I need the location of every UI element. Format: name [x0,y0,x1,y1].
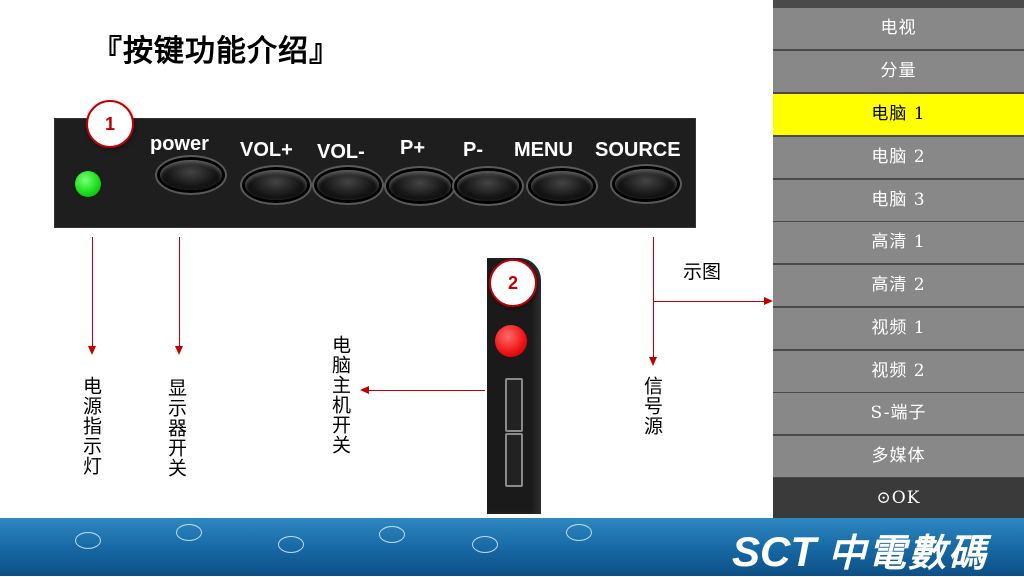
menu-item-pc-1[interactable]: 电脑 1 [773,94,1024,135]
page-title: 『按键功能介绍』 [92,34,340,69]
power-button-label: power [150,133,209,155]
menu-item-hd-1[interactable]: 高清 1 [773,222,1024,263]
brand-chinese: 中電數碼 [827,530,988,575]
p-up-button-label: P+ [400,137,426,159]
arrow-line-diagram [653,301,765,302]
arrow-head-source [649,357,657,366]
label-power-indicator: 电源指示灯 [80,376,102,476]
power-indicator-led [75,171,101,197]
vol-down-button[interactable] [317,170,379,200]
label-signal-source: 信号源 [641,376,663,436]
p-down-button-label: P- [463,139,483,161]
source-button[interactable] [615,169,677,199]
source-button-label: SOURCE [595,139,681,161]
label-diagram: 示图 [683,261,722,283]
source-menu: 电视 分量 电脑 1 电脑 2 电脑 3 高清 1 高清 2 视频 1 视频 2… [773,0,1024,519]
front-button-panel: power VOL+ VOL- P+ P- MENU SOURCE [55,119,695,227]
arrow-head-power [175,346,183,355]
menu-item-video-1[interactable]: 视频 1 [773,308,1024,349]
arrow-line-power [179,237,180,346]
usb-port-2 [505,433,523,487]
menu-item-video-2[interactable]: 视频 2 [773,351,1024,392]
callout-badge-1: 1 [86,100,134,148]
menu-item-s-video[interactable]: S-端子 [773,393,1024,434]
menu-item-pc-2[interactable]: 电脑 2 [773,137,1024,178]
decorative-bubble [566,524,592,541]
decorative-bubble [176,524,202,541]
decorative-bubble [278,536,304,553]
menu-item-multimedia[interactable]: 多媒体 [773,436,1024,477]
arrow-line-source [653,237,654,357]
usb-port-1 [505,378,523,432]
arrow-line-led [92,237,93,346]
callout-badge-2: 2 [489,259,537,307]
vol-up-button-label: VOL+ [240,139,293,161]
decorative-bubble [379,526,405,543]
brand-latin: SCT [731,528,816,575]
menu-item-pc-3[interactable]: 电脑 3 [773,180,1024,221]
decorative-bubble [75,532,101,549]
menu-button-label: MENU [514,139,573,161]
host-power-button[interactable] [495,325,527,357]
menu-item-hd-2[interactable]: 高清 2 [773,265,1024,306]
power-button[interactable] [160,160,222,190]
arrow-head-host [360,386,369,394]
menu-button[interactable] [531,171,593,201]
decorative-bubble [472,536,498,553]
p-down-button[interactable] [457,171,519,201]
p-up-button[interactable] [389,171,451,201]
vol-down-button-label: VOL- [317,141,365,163]
arrow-line-host [369,390,485,391]
label-display-switch: 显示器开关 [165,378,187,478]
vol-up-button[interactable] [245,170,307,200]
menu-ok-button[interactable]: ⊙OK [773,478,1024,519]
menu-item-tv[interactable]: 电视 [773,8,1024,49]
menu-item-component[interactable]: 分量 [773,51,1024,92]
arrow-head-led [88,346,96,355]
label-host-switch: 电脑主机开关 [329,335,351,455]
arrow-head-diagram [764,297,773,305]
